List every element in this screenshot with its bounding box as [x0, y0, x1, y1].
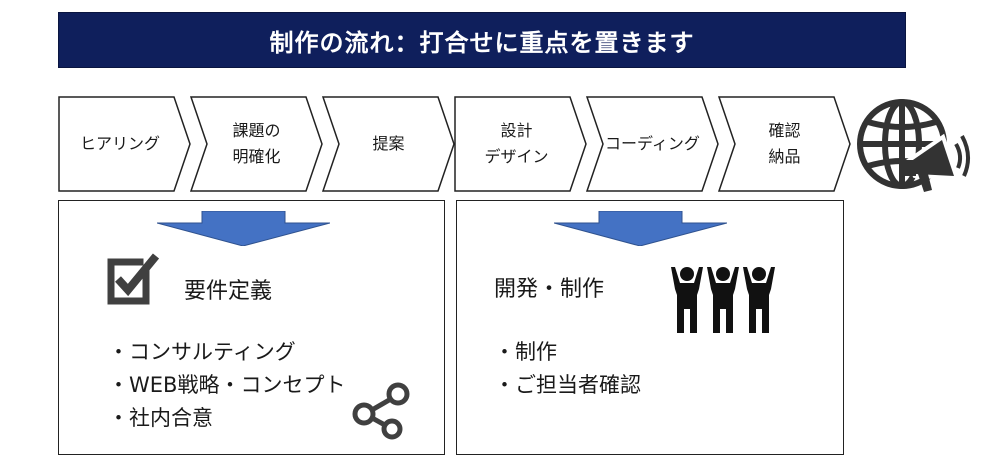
right-down-arrow — [554, 211, 727, 246]
step-label-4: 設計 デザイン — [484, 121, 549, 166]
globe-megaphone-icon — [857, 99, 970, 192]
step-label-6: 確認 納品 — [768, 121, 801, 166]
list-item: ・社内合意 — [108, 406, 213, 430]
share-icon — [352, 382, 410, 440]
title-banner: 制作の流れ：打合せに重点を置きます — [58, 12, 906, 68]
step-chevron-3 — [321, 96, 455, 192]
left-down-arrow — [157, 211, 330, 246]
list-item: ・制作 — [494, 340, 557, 364]
requirements-heading: 要件定義 — [184, 279, 273, 304]
development-list: ・制作 ・ご担当者確認 — [494, 336, 641, 402]
step-chevron-5 — [585, 96, 719, 192]
requirements-list: ・コンサルティング ・WEB戦略・コンセプト ・社内合意 — [108, 336, 345, 435]
step-label-1: ヒアリング — [79, 134, 160, 154]
checkbox-check-icon — [107, 253, 160, 305]
list-item: ・WEB戦略・コンセプト — [108, 373, 346, 397]
development-heading: 開発・制作 — [494, 277, 605, 302]
list-item: ・コンサルティング — [108, 340, 296, 364]
process-flow — [58, 96, 851, 192]
people-cheering-icon — [671, 267, 775, 333]
list-item: ・ご担当者確認 — [494, 373, 641, 397]
step-chevron-4 — [454, 96, 587, 192]
step-label-5: コーディング — [605, 134, 700, 154]
step-label-2: 課題の 明確化 — [232, 121, 281, 166]
step-chevron-1 — [58, 96, 191, 192]
page-title: 制作の流れ：打合せに重点を置きます — [269, 28, 695, 57]
step-chevron-6 — [717, 96, 851, 192]
step-label-3: 提案 — [372, 134, 405, 154]
step-chevron-2 — [189, 96, 323, 192]
